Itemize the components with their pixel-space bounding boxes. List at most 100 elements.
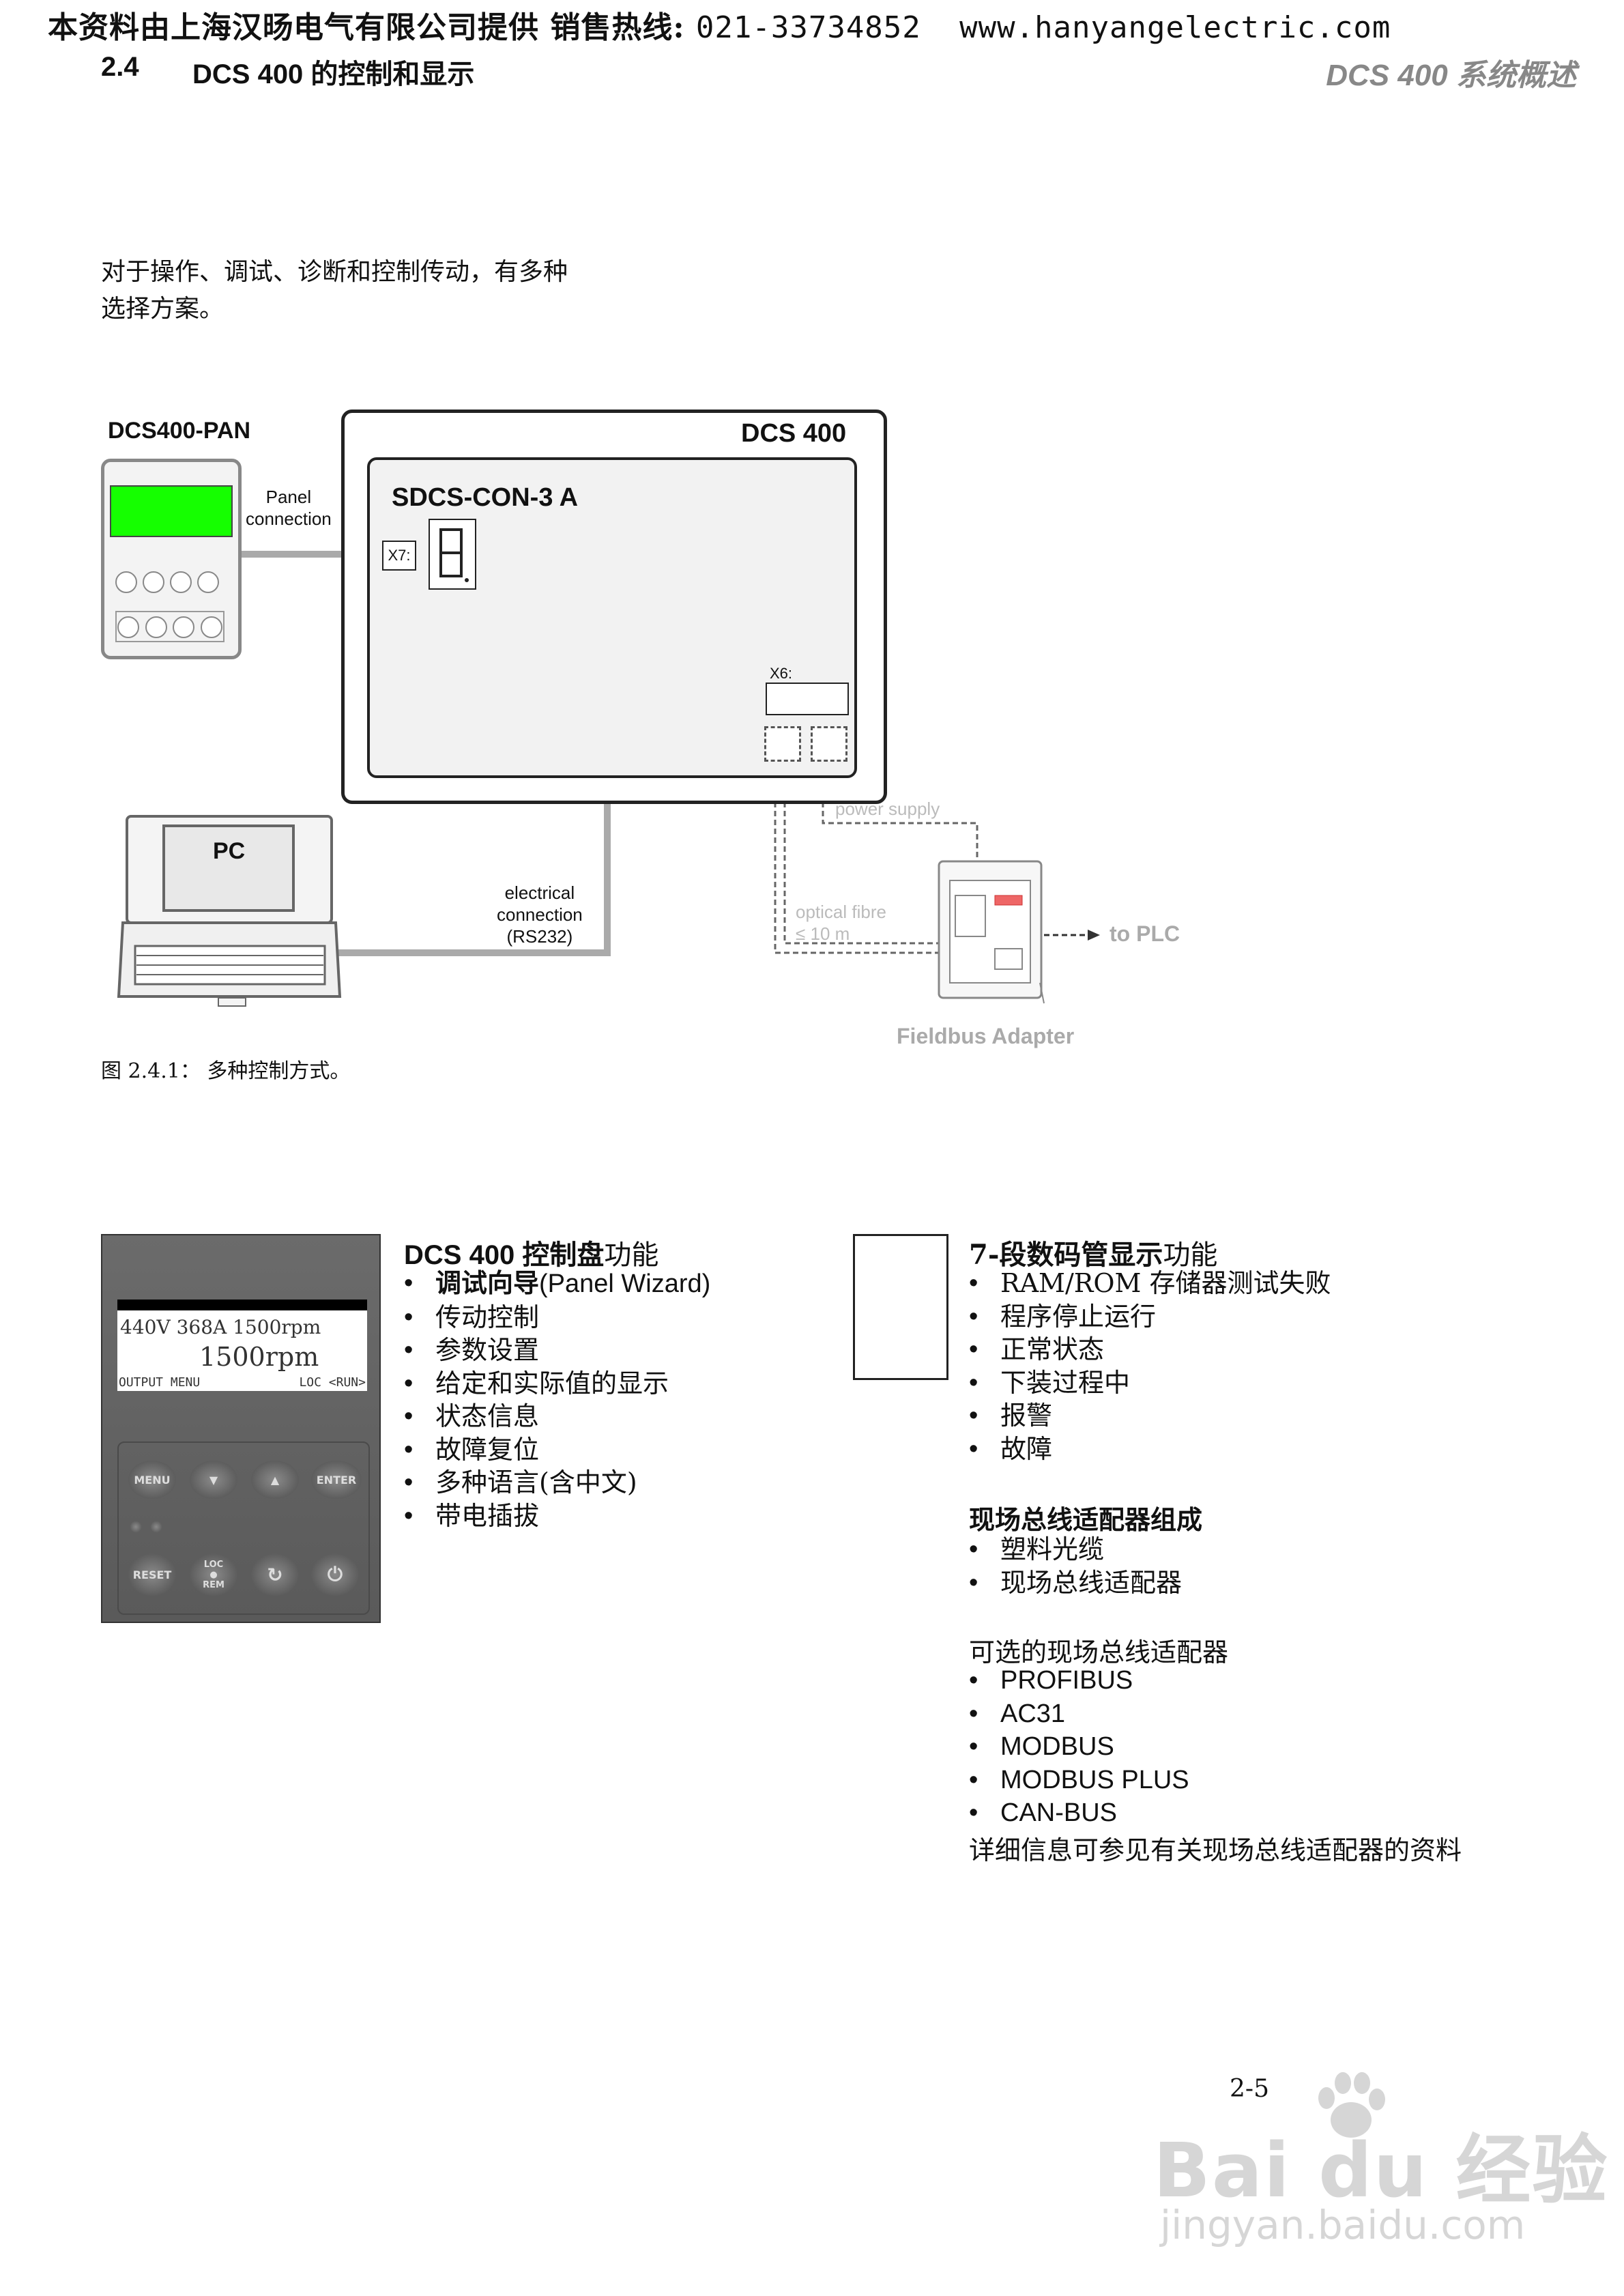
banner-phone: 021-33734852 (695, 10, 921, 45)
lcd-status-right: LOC <RUN> (299, 1375, 366, 1390)
lcd-status-line: OUTPUT MENU LOC <RUN> (117, 1375, 367, 1390)
paw-icon (1318, 2072, 1385, 2138)
panel-connection-line-2: connection (246, 508, 332, 529)
pc-label: PC (213, 838, 246, 864)
panel-features-list: 调试向导(Panel Wizard) 传动控制 参数设置 给定和实际值的显示 状… (404, 1267, 710, 1532)
intro-paragraph: 对于操作、调试、诊断和控制传动，有多种 选择方案。 (101, 254, 620, 328)
fieldbus-components-title: 现场总线适配器组成 (969, 1504, 1203, 1535)
panel-features-title: DCS 400 控制盘功能 (404, 1233, 658, 1272)
list-item: 状态信息 (404, 1400, 710, 1433)
to-plc-label: to PLC (1110, 921, 1180, 946)
detail-note: 详细信息可参见有关现场总线适配器的资料 (969, 1835, 1462, 1865)
loc-label: LOC (203, 1559, 224, 1570)
reset-key: RESET (128, 1553, 176, 1596)
figure-caption: 图 2.4.1： 多种控制方式。 (101, 1059, 351, 1083)
pan-screen (110, 485, 233, 537)
control-panel-photo: 440V 368A 1500rpm 1500rpm OUTPUT MENU LO… (101, 1234, 381, 1623)
diagram-connections (117, 528, 1100, 1007)
dcs400-pan-device (101, 459, 242, 659)
pan-keys-lower (115, 611, 224, 642)
pan-key (200, 616, 222, 638)
banner-url[interactable]: www.hanyangelectric.com (959, 10, 1391, 45)
optional-adapters-list: PROFIBUS AC31 MODBUS MODBUS PLUS CAN-BUS (969, 1664, 1189, 1830)
electrical-connection-label: electrical connection (RS232) (497, 882, 583, 947)
pan-key (170, 571, 192, 593)
list-item: 带电插拔 (404, 1499, 710, 1533)
seven-segment-small-digit (439, 528, 469, 582)
pan-key (115, 571, 137, 593)
intro-line-2: 选择方案。 (101, 295, 224, 323)
watermark-main: Bai du 经验 (1153, 2127, 1609, 2214)
section-title: DCS 400 的控制和显示 (192, 59, 475, 89)
panel-features-title-bold: DCS 400 控制盘 (404, 1240, 605, 1270)
intro-line-1: 对于操作、调试、诊断和控制传动，有多种 (101, 258, 568, 286)
top-banner: 本资料由上海汉旸电气有限公司提供 销售热线: 021-33734852 www.… (48, 3, 1391, 46)
pan-key (143, 571, 164, 593)
optical-fibre-b (783, 758, 948, 945)
list-item: 调试向导(Panel Wizard) (404, 1267, 710, 1301)
electrical-line-2: connection (497, 904, 583, 925)
seven-segment-big-frame (853, 1234, 948, 1380)
pan-key (197, 571, 219, 593)
con-board-title: SDCS-CON-3 A (392, 483, 579, 512)
seven-segment-title: 7-段数码管显示功能 (969, 1233, 1217, 1272)
led-icon (130, 1521, 142, 1533)
fieldbus-adapter-device (938, 860, 1045, 1004)
dcs-title: DCS 400 (741, 419, 847, 448)
list-item: 故障复位 (404, 1433, 710, 1467)
lcd-status-left: OUTPUT MENU (119, 1375, 201, 1390)
enter-key: ENTER (311, 1461, 362, 1499)
pan-key (173, 616, 195, 638)
up-arrow-icon: ▲ (251, 1461, 299, 1499)
list-item: 报警 (969, 1399, 1331, 1433)
electrical-line-3: (RS232) (506, 926, 573, 947)
led-icon (150, 1521, 162, 1533)
panel-keypad: MENU ▼ ▲ ENTER RESET LOC ● REM ↻ ⏻ (117, 1441, 370, 1615)
electrical-line-1: electrical (504, 882, 575, 903)
list-item: RAM/ROM 存储器测试失败 (969, 1267, 1331, 1300)
pc-laptop (117, 815, 342, 1007)
optical-line-2: ≤ 10 m (796, 923, 850, 944)
list-item: 传动控制 (404, 1301, 710, 1334)
direction-icon: ↻ (251, 1553, 299, 1596)
optical-fibre-label: optical fibre ≤ 10 m (796, 901, 886, 945)
loc-rem-key: LOC ● REM (190, 1553, 237, 1596)
x9-connector (811, 726, 847, 762)
header-right-title: DCS 400 系统概述 (1326, 59, 1576, 92)
page-number: 2-5 (1230, 2075, 1269, 2103)
list-item: MODBUS PLUS (969, 1764, 1189, 1797)
first-item-rest: (Panel Wizard) (539, 1269, 711, 1298)
list-item: MODBUS (969, 1730, 1189, 1764)
list-item: 多种语言(含中文) (404, 1466, 710, 1499)
menu-key: MENU (128, 1461, 176, 1499)
banner-text: 本资料由上海汉旸电气有限公司提供 销售热线: (48, 10, 685, 45)
seven-segment-list: RAM/ROM 存储器测试失败 程序停止运行 正常状态 下装过程中 报警 故障 (969, 1267, 1331, 1465)
list-item: 参数设置 (404, 1334, 710, 1367)
pan-key (145, 616, 167, 638)
fieldbus-adapter-label: Fieldbus Adapter (897, 1024, 1075, 1048)
fieldbus-components-list: 塑料光缆 现场总线适配器 (969, 1533, 1182, 1599)
to-plc-arrow-head (1088, 930, 1100, 941)
list-item: 塑料光缆 (969, 1533, 1182, 1566)
seven-segment-title-rest: 功能 (1163, 1239, 1218, 1271)
optical-fibre-a (774, 758, 948, 954)
list-item: 故障 (969, 1433, 1331, 1466)
optional-adapters-title: 可选的现场总线适配器 (969, 1637, 1229, 1667)
seven-segment-title-bold: 7-段数码管显示 (969, 1239, 1163, 1271)
x7-connector: X7: (382, 541, 416, 571)
pan-keys (115, 571, 219, 593)
panel-connection-line-1: Panel (265, 487, 312, 507)
list-item: PROFIBUS (969, 1664, 1189, 1697)
panel-features-title-rest: 功能 (604, 1239, 659, 1271)
x6-connector (766, 683, 849, 715)
x8-connector (764, 726, 801, 762)
down-arrow-icon: ▼ (190, 1461, 237, 1499)
x6-label: X6: (770, 665, 793, 682)
loc-rem-dot: ● (209, 1569, 218, 1580)
list-item: 正常状态 (969, 1333, 1331, 1366)
power-icon: ⏻ (311, 1553, 359, 1596)
list-item: 下装过程中 (969, 1366, 1331, 1400)
rem-label: REM (203, 1579, 224, 1590)
section-number: 2.4 (101, 52, 139, 82)
baidu-watermark: Bai du 经验 jingyan.baidu.com (1153, 2068, 1607, 2266)
